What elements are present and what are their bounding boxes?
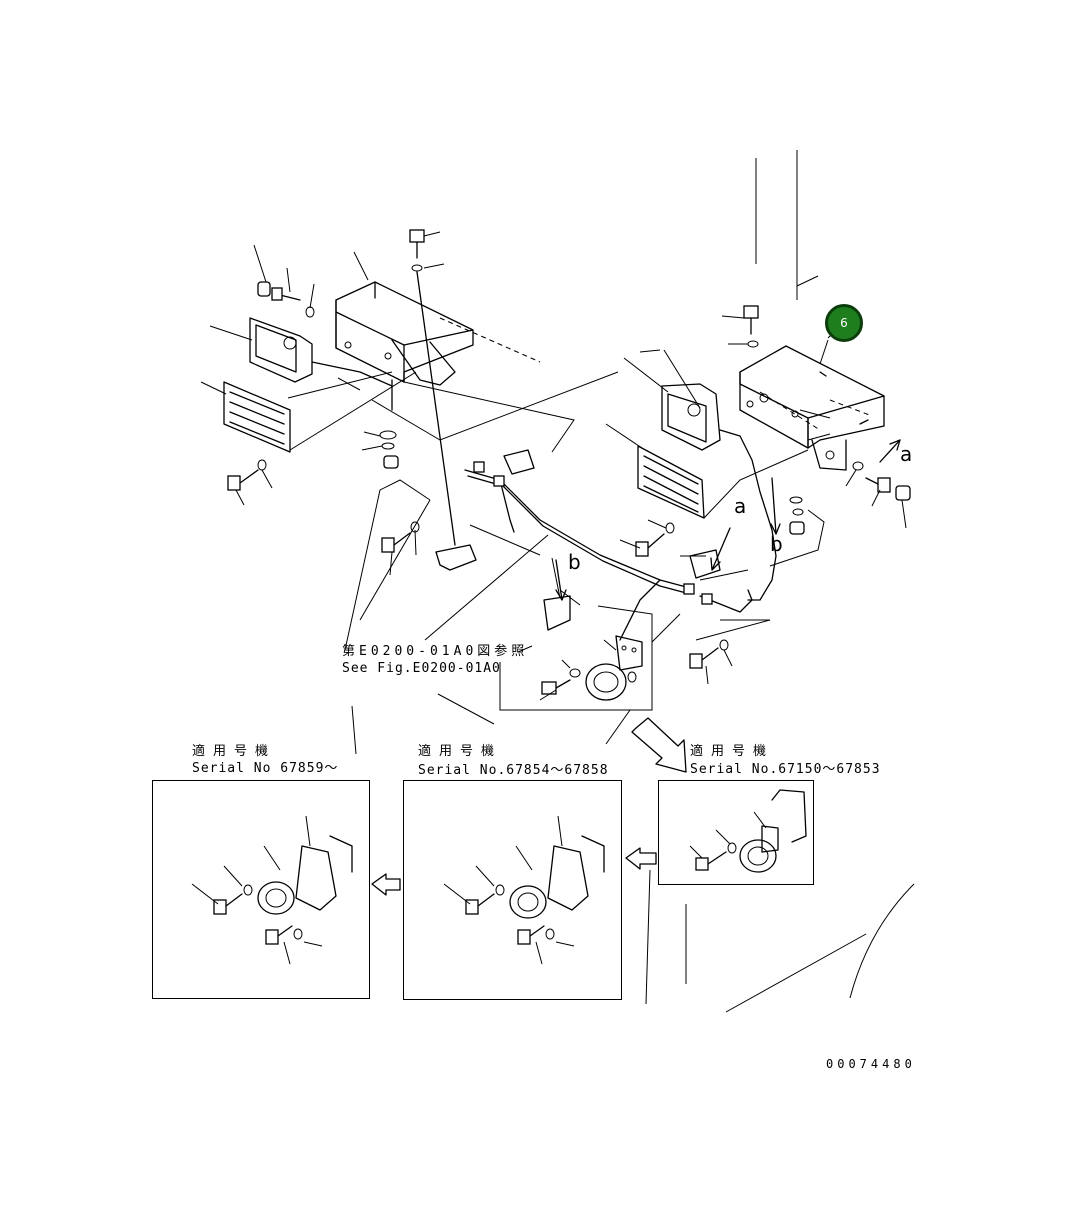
detail-letter-b-right: b: [770, 532, 783, 556]
center-horn: [539, 613, 681, 745]
left-fasteners: [227, 229, 477, 571]
construction-lines: [344, 371, 653, 755]
variant-frame-1: [152, 780, 370, 999]
variant-3-serial: Serial No.67150〜67853: [690, 762, 881, 777]
left-lamp-bracket: [335, 281, 541, 386]
detail-letter-b-center: b: [568, 550, 581, 574]
variant-1-label-jp: 適用号機: [192, 744, 277, 759]
variant-2-horn: [443, 815, 605, 965]
variant-frame-3: [658, 780, 814, 885]
left-lamp-guard: [223, 381, 291, 453]
right-work-lamp: [661, 383, 777, 601]
right-fasteners: [635, 305, 911, 669]
part-callout-button[interactable]: 6: [825, 304, 863, 342]
variant-2-label-jp: 適用号機: [418, 744, 503, 759]
variant-1-serial: Serial No 67859〜: [192, 761, 339, 776]
variant-2-serial: Serial No.67854〜67858: [418, 763, 609, 778]
leader-lines-right: [605, 150, 907, 685]
reference-note-en: See Fig.E0200-01A0: [342, 661, 501, 676]
variant-1-horn: [191, 815, 353, 965]
background-lines: [645, 869, 915, 1013]
left-work-lamp: [249, 317, 393, 387]
drawing-number: 00074480: [826, 1057, 916, 1071]
wiring-harness: [464, 449, 753, 641]
right-lamp-bracket: [739, 345, 885, 471]
reference-note-jp: 第E0200-01A0図参照: [342, 644, 529, 659]
variant-3-horn: [689, 789, 807, 873]
variant-arrows: [371, 717, 687, 896]
detail-arrows: [555, 439, 901, 601]
detail-letter-a-right: a: [900, 442, 913, 466]
right-lamp-guard: [637, 445, 705, 519]
variant-frame-2: [403, 780, 622, 1000]
detail-letter-a-center: a: [734, 494, 747, 518]
leader-lines-left: [200, 231, 445, 576]
variant-3-label-jp: 適用号機: [690, 744, 775, 759]
